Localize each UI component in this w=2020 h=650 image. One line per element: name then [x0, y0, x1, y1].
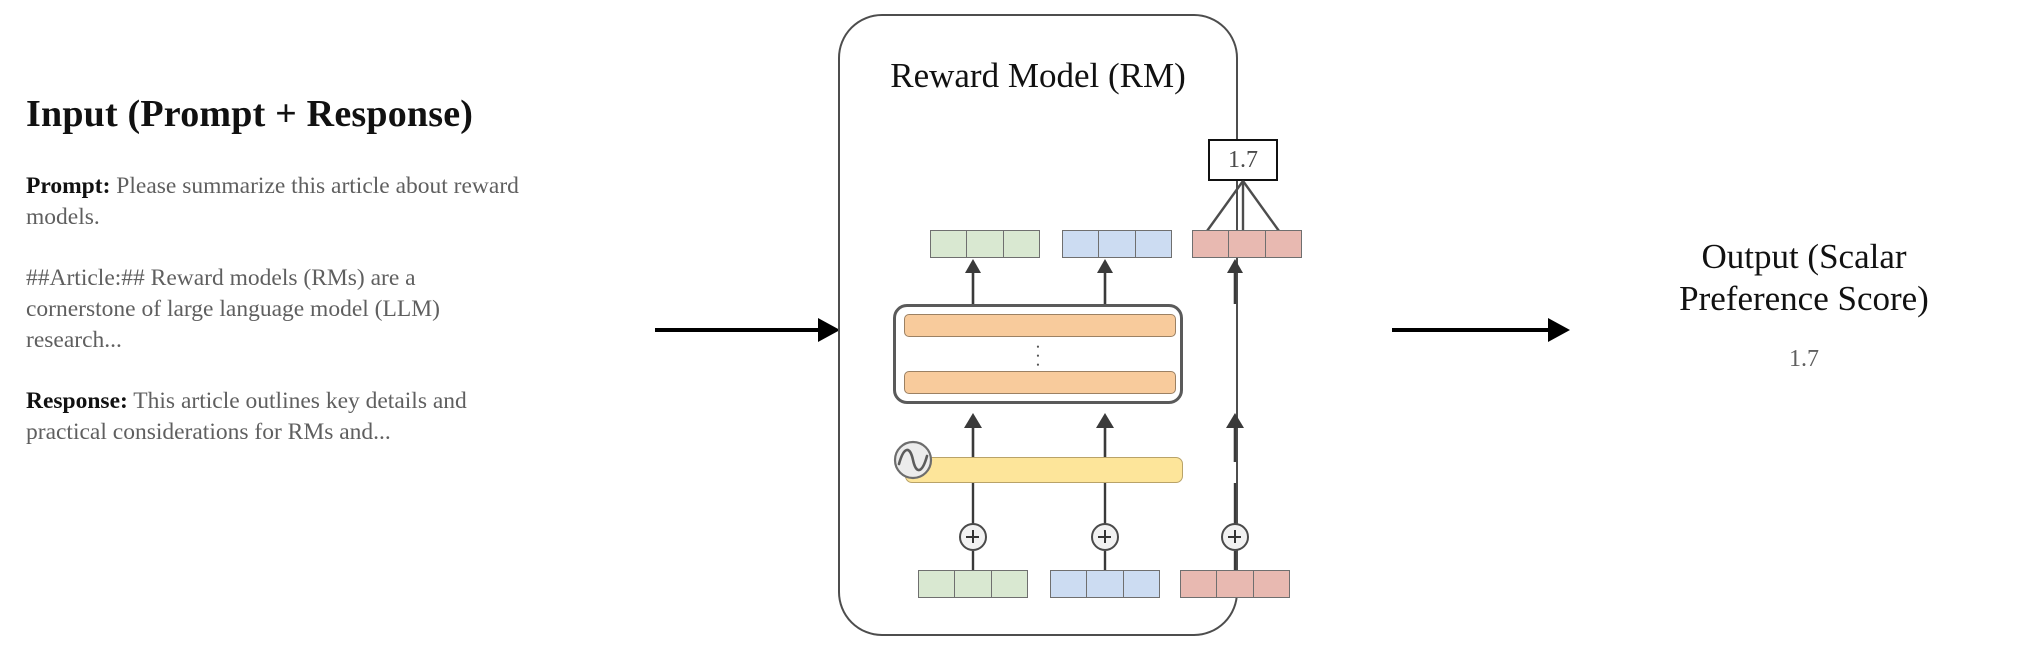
- sine-wave-icon: [893, 440, 933, 480]
- token-cell: [1217, 571, 1254, 597]
- article-paragraph: ##Article:## Reward models (RMs) are a c…: [26, 264, 440, 353]
- response-label: Response:: [26, 387, 128, 414]
- token-cell: [1135, 231, 1171, 257]
- positional-encoding-bar: [905, 457, 1183, 483]
- prompt-text: Please summarize this article about rewa…: [26, 172, 519, 230]
- transformer-stack: •••: [893, 304, 1183, 404]
- line-plus-to-bar-2: [1103, 483, 1107, 525]
- token-cell: [1003, 231, 1039, 257]
- add-node-2: [1091, 523, 1119, 551]
- token-cell: [1099, 231, 1136, 257]
- transformer-layer-bottom: [904, 371, 1176, 394]
- token-cell: [919, 571, 956, 597]
- response-text: This article outlines key details and pr…: [26, 387, 467, 445]
- token-cell: [1181, 571, 1218, 597]
- pink-hidden-states: [1192, 230, 1302, 258]
- layers-ellipsis: •••: [1036, 342, 1040, 370]
- arrow-up-embed-1: [964, 413, 982, 462]
- arrow-up-embed-2: [1096, 413, 1114, 462]
- line-plus-to-bar-3: [1233, 483, 1237, 525]
- blue-hidden-states: [1062, 230, 1172, 258]
- output-heading-line1: Output (Scalar: [1701, 237, 1907, 276]
- token-cell: [1063, 231, 1100, 257]
- prompt-label: Prompt:: [26, 172, 111, 199]
- transformer-layer-top: [904, 314, 1176, 337]
- token-cell: [991, 571, 1027, 597]
- score-box: 1.7: [1208, 139, 1278, 181]
- token-cell: [1087, 571, 1124, 597]
- line-plus-to-bar-1: [971, 483, 975, 525]
- line-token-to-plus-2: [1103, 551, 1107, 573]
- input-to-model-arrow: [655, 318, 840, 342]
- input-panel: Input (Prompt + Response) Prompt: Please…: [26, 92, 546, 448]
- blue-input-tokens: [1050, 570, 1160, 598]
- token-cell: [1123, 571, 1159, 597]
- add-node-3: [1221, 523, 1249, 551]
- add-node-1: [959, 523, 987, 551]
- reward-model-title: Reward Model (RM): [890, 56, 1186, 95]
- green-input-tokens: [918, 570, 1028, 598]
- pink-input-tokens: [1180, 570, 1290, 598]
- token-cell: [931, 231, 968, 257]
- output-heading-line2: Preference Score): [1679, 279, 1929, 318]
- response-paragraph: Response: This article outlines key deta…: [26, 386, 526, 448]
- token-cell: [955, 571, 992, 597]
- score-fanout-lines: [1206, 180, 1280, 232]
- line-token-to-plus-3: [1233, 551, 1237, 573]
- input-heading: Input (Prompt + Response): [26, 93, 474, 135]
- arrow-up-blue-out: [1097, 259, 1113, 304]
- token-cell: [1265, 231, 1301, 257]
- output-heading: Output (Scalar Preference Score): [1588, 236, 2020, 320]
- token-cell: [967, 231, 1004, 257]
- token-cell: [1229, 231, 1266, 257]
- output-panel: Output (Scalar Preference Score) 1.7: [1588, 236, 2020, 373]
- arrow-up-embed-3: [1226, 413, 1244, 462]
- prompt-paragraph: Prompt: Please summarize this article ab…: [26, 171, 526, 233]
- arrow-up-green-out: [965, 259, 981, 304]
- token-cell: [1051, 571, 1088, 597]
- green-hidden-states: [930, 230, 1040, 258]
- arrow-up-pink-out: [1227, 259, 1243, 304]
- token-cell: [1253, 571, 1289, 597]
- token-cell: [1193, 231, 1230, 257]
- model-to-output-arrow: [1392, 318, 1570, 342]
- output-score-value: 1.7: [1789, 346, 1819, 372]
- line-token-to-plus-1: [971, 551, 975, 573]
